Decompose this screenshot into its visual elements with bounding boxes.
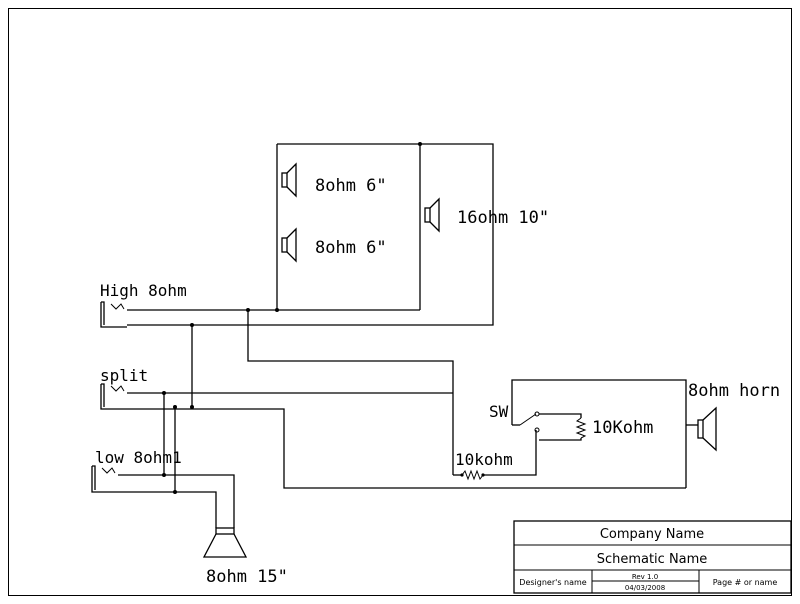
switch-horn-section: SW 10Kohm 8ohm horn	[489, 379, 780, 488]
speaker-15-label: 8ohm 15"	[206, 567, 288, 587]
schematic-name: Schematic Name	[597, 552, 708, 567]
interconnect-wires: 10kohm	[118, 310, 686, 528]
company-name: Company Name	[600, 527, 704, 542]
switch-label: SW	[489, 402, 509, 421]
speaker-16-label: 16ohm 10"	[457, 208, 549, 228]
jack-low-label: low 8ohm1	[95, 448, 182, 467]
speaker-8ohm-15: 8ohm 15"	[202, 527, 288, 587]
horn-label: 8ohm horn	[688, 381, 780, 401]
page-border	[8, 8, 792, 596]
page-name: Page # or name	[713, 578, 778, 587]
resistor-in-label: 10kohm	[455, 450, 513, 469]
jack-split: split	[100, 366, 148, 410]
jack-high-label: High 8ohm	[100, 281, 187, 300]
speaker-8ohm-6-top: 8ohm 6"	[281, 162, 387, 198]
top-speaker-network	[127, 142, 494, 326]
speaker-8ohm-6-middle: 8ohm 6"	[281, 227, 387, 263]
title-block: Company Name Schematic Name Designer's n…	[513, 520, 792, 594]
jack-split-label: split	[100, 366, 148, 385]
resistor-sw-label: 10Kohm	[592, 418, 653, 438]
revision: Rev 1.0	[632, 573, 658, 581]
speaker-16ohm-10: 16ohm 10"	[424, 197, 549, 233]
speaker-mid-label: 8ohm 6"	[315, 238, 387, 258]
jack-high: High 8ohm	[100, 281, 187, 328]
designer-name: Designer's name	[519, 578, 587, 587]
speaker-top-label: 8ohm 6"	[315, 176, 387, 196]
jack-low: low 8ohm1	[91, 448, 182, 493]
date: 04/03/2008	[625, 584, 665, 592]
